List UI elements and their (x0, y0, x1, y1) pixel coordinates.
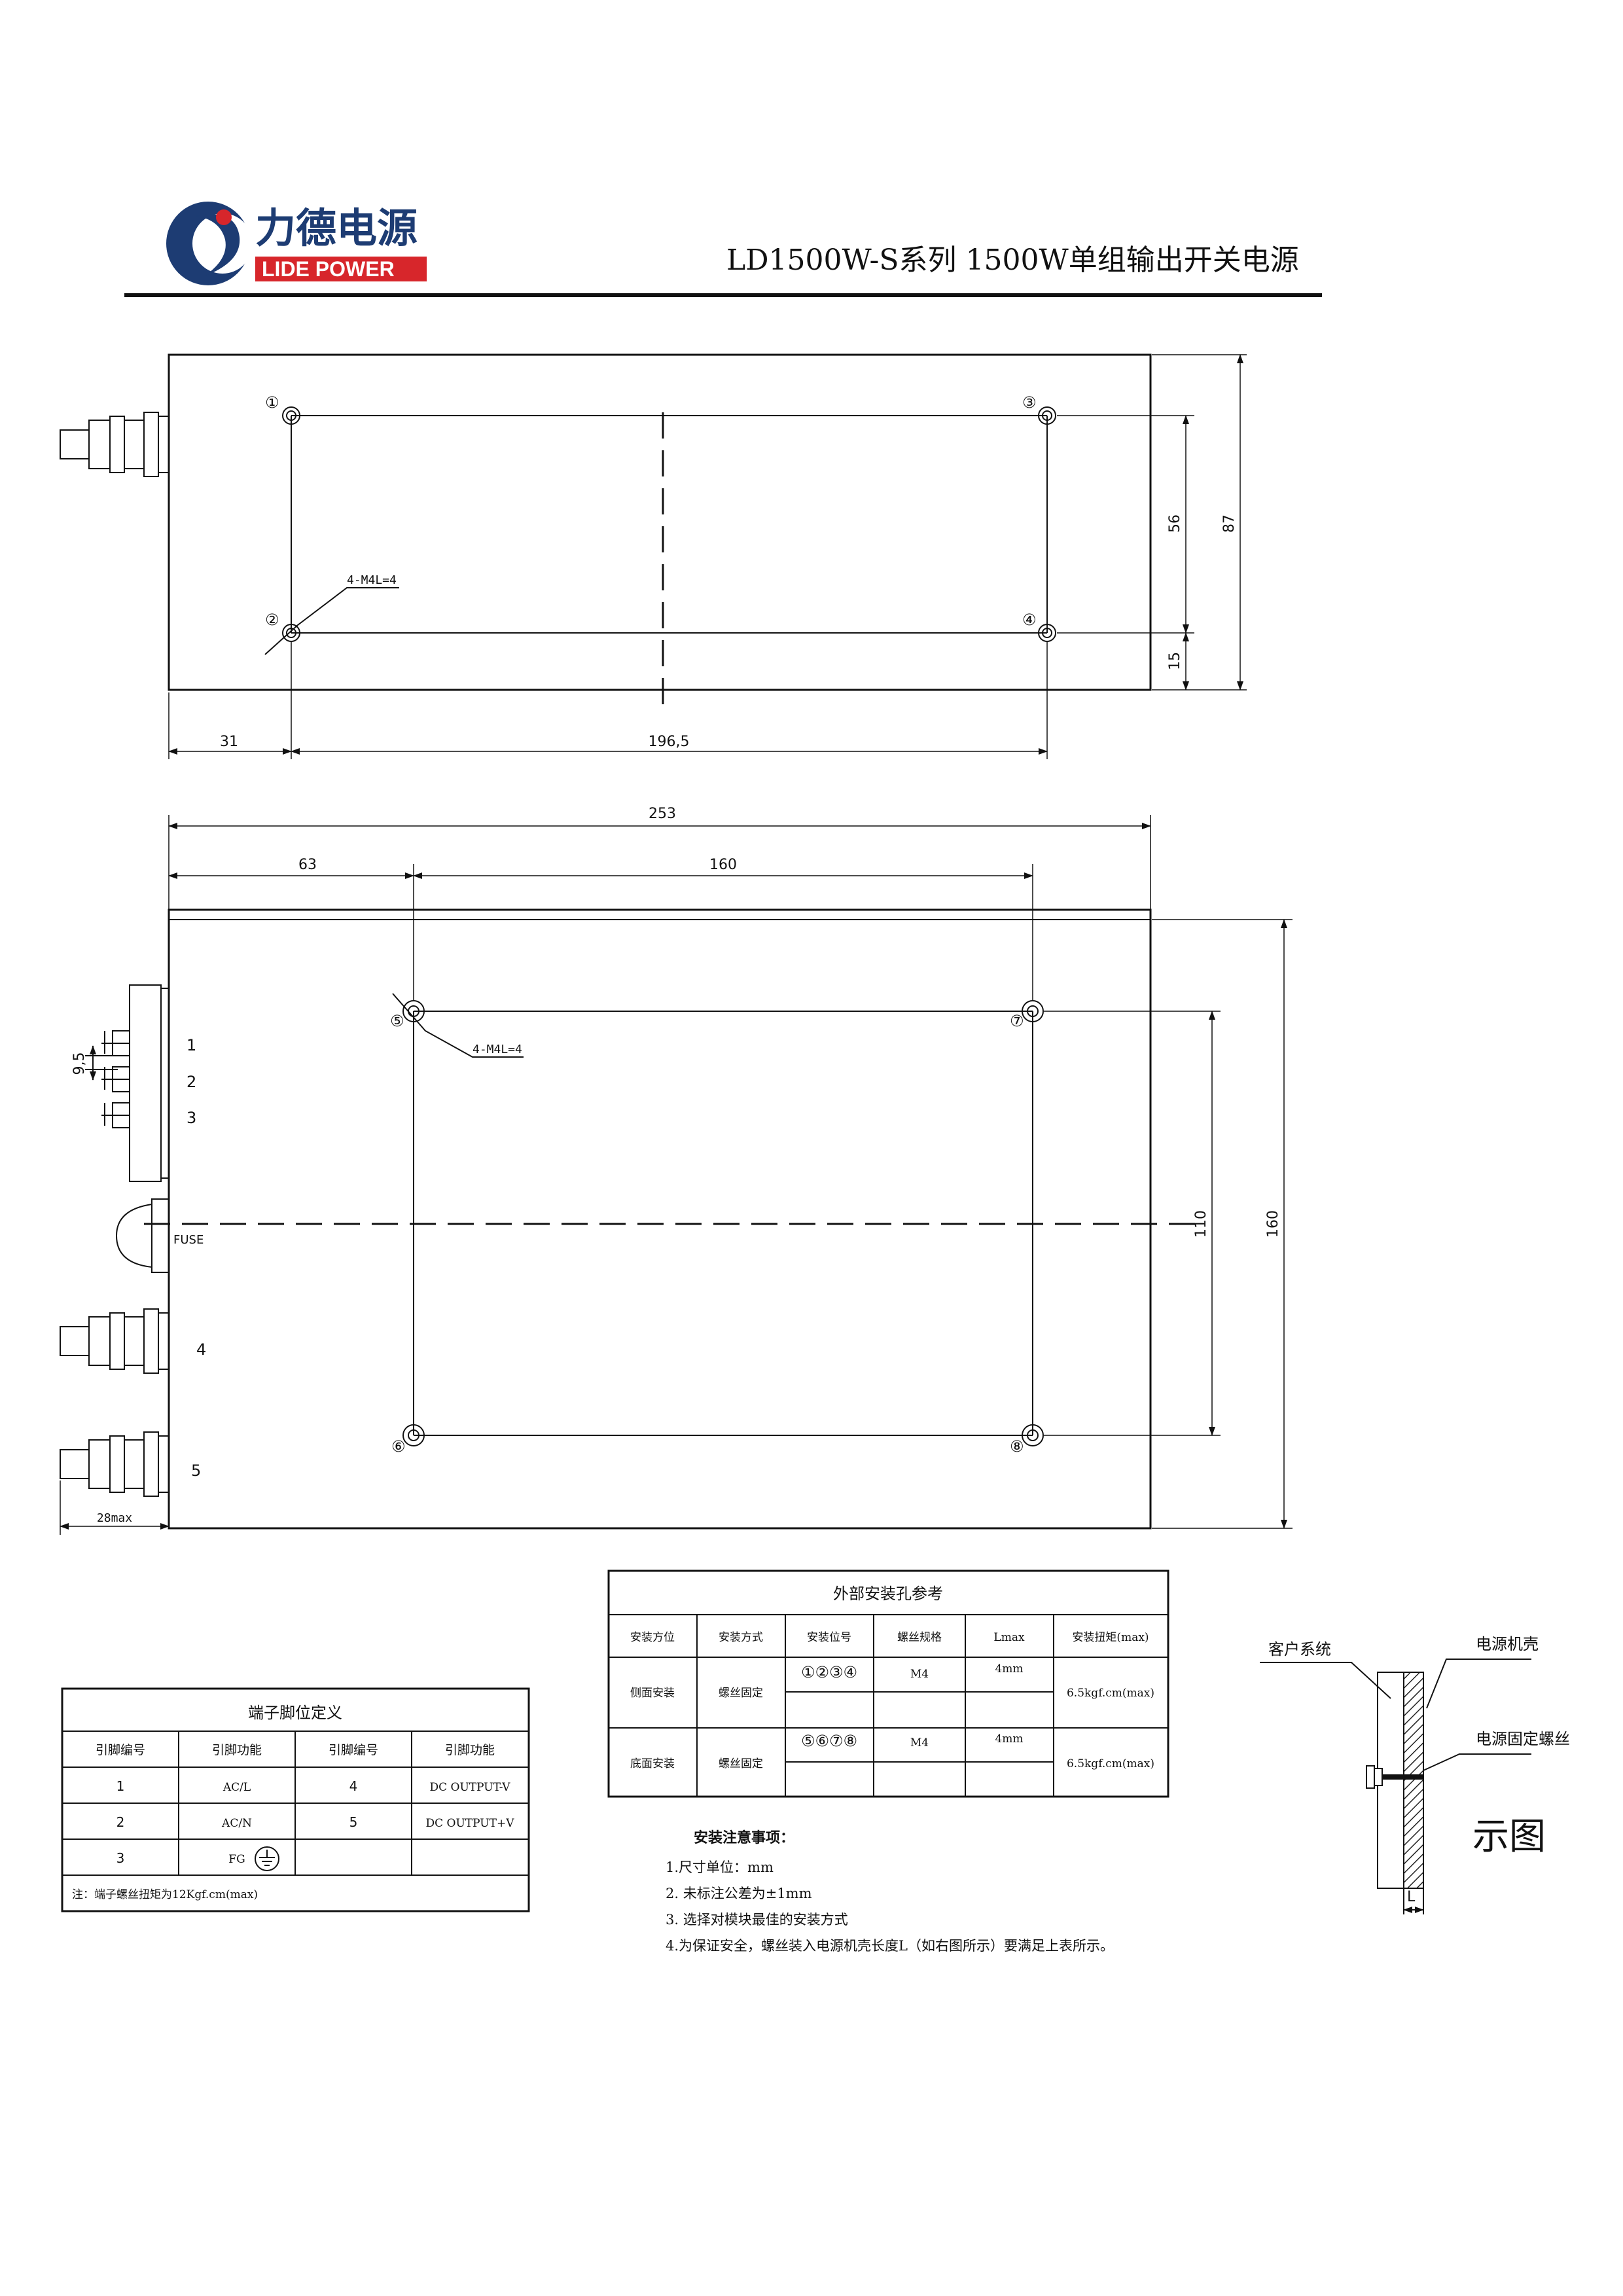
label-customer-system: 客户系统 (1268, 1640, 1331, 1659)
mount-header-5: Lmax (993, 1631, 1025, 1644)
logo-red-band (255, 257, 427, 281)
notes-heading: 安装注意事项： (694, 1829, 794, 1846)
dim-15: 15 (1167, 652, 1183, 670)
dim-28max: 28max (97, 1511, 132, 1525)
header: 力德电源 LIDE POWER LD1500W-S系列 1500W单组输出开关电… (124, 202, 1322, 297)
mount-cell: M4 (910, 1668, 929, 1681)
dim-9-5: 9,5 (71, 1052, 88, 1075)
terminal-number-5: 5 (191, 1462, 201, 1480)
note-item: 1.尺寸单位：mm (666, 1859, 774, 1875)
installation-notes: 安装注意事项： 1.尺寸单位：mm 2. 未标注公差为±1mm 3. 选择对模块… (666, 1829, 1114, 1954)
fuse-label: FUSE (173, 1233, 204, 1247)
pin-header-3: 引脚编号 (329, 1743, 378, 1757)
pin-header-1: 引脚编号 (96, 1743, 145, 1757)
pin-cell: 5 (349, 1814, 358, 1830)
mount-cell: 6.5kgf.cm(max) (1067, 1687, 1154, 1700)
dim-160-right: 160 (1265, 1210, 1281, 1238)
pin-table-title: 端子脚位定义 (248, 1704, 342, 1722)
pin-header-2: 引脚功能 (212, 1743, 262, 1757)
mount-cell: M4 (910, 1736, 929, 1749)
mount-header-6: 安装扭矩(max) (1072, 1631, 1149, 1644)
company-logo: 力德电源 LIDE POWER (166, 202, 427, 285)
dim-63: 63 (298, 857, 317, 873)
dim-196-5: 196,5 (649, 734, 690, 750)
note-item: 2. 未标注公差为±1mm (666, 1886, 812, 1901)
mount-cell: 4mm (995, 1662, 1023, 1676)
mount-header-1: 安装方位 (630, 1631, 675, 1644)
mount-header-4: 螺丝规格 (897, 1631, 942, 1644)
pin-cell: AC/L (223, 1781, 251, 1794)
mount-cell: 6.5kgf.cm(max) (1067, 1757, 1154, 1770)
header-rule (124, 293, 1322, 297)
dim-110: 110 (1193, 1210, 1209, 1238)
terminal-number-2: 2 (187, 1073, 196, 1091)
hole-label-5: ⑤ (390, 1012, 404, 1030)
pin-cell: DC OUTPUT+V (426, 1817, 515, 1830)
terminal-number-3: 3 (187, 1109, 196, 1127)
hole-label-7: ⑦ (1010, 1012, 1024, 1030)
page-title: LD1500W-S系列 1500W单组输出开关电源 (726, 243, 1299, 277)
dim-56: 56 (1167, 514, 1183, 533)
hole-label-1: ① (265, 393, 279, 412)
note-item: 4.为保证安全，螺丝装入电源机壳长度L（如右图所示）要满足上表所示。 (666, 1938, 1114, 1954)
side-screw-note: 4-M4L=4 (347, 573, 397, 587)
dim-160-top: 160 (709, 857, 737, 873)
mount-header-2: 安装方式 (719, 1631, 763, 1644)
pin-cell: DC OUTPUT-V (429, 1781, 510, 1794)
dim-87: 87 (1221, 514, 1238, 533)
terminal-number-4: 4 (196, 1340, 206, 1359)
mount-header-3: 安装位号 (807, 1631, 851, 1644)
pin-table-note: 注：端子螺丝扭矩为12Kgf.cm(max) (72, 1888, 258, 1901)
mount-cell: 4mm (995, 1732, 1023, 1746)
logo-english-name: LIDE POWER (262, 257, 395, 281)
mount-cell: 底面安装 (630, 1757, 675, 1770)
mount-cell: 侧面安装 (630, 1687, 675, 1700)
note-item: 3. 选择对模块最佳的安装方式 (666, 1912, 848, 1928)
side-view-labels: ① ② ③ ④ 4-M4L=4 56 15 87 31 196,5 (220, 393, 1238, 750)
mounting-hole-table: 外部安装孔参考 安装方位 安装方式 安装位号 螺丝规格 Lmax 安装扭矩(ma… (607, 1570, 1169, 1798)
hole-label-2: ② (265, 611, 279, 629)
dim-31: 31 (220, 734, 238, 750)
pin-cell: FG (228, 1853, 245, 1866)
hole-label-4: ④ (1022, 611, 1037, 629)
dim-253: 253 (649, 806, 676, 822)
top-screw-note: 4-M4L=4 (473, 1043, 522, 1056)
pin-cell: 4 (349, 1778, 358, 1794)
hole-label-3: ③ (1022, 393, 1037, 412)
mount-cell: 螺丝固定 (719, 1757, 763, 1770)
pin-cell: 3 (116, 1850, 125, 1866)
pin-cell: AC/N (221, 1817, 252, 1830)
side-view-drawing (60, 353, 1247, 759)
ground-icon (255, 1846, 279, 1871)
mount-cell: ①②③④ (801, 1663, 857, 1681)
pin-cell: 2 (116, 1814, 125, 1830)
mount-table-title: 外部安装孔参考 (833, 1585, 943, 1603)
pin-cell: 1 (116, 1778, 125, 1794)
label-power-case: 电源机壳 (1476, 1635, 1539, 1653)
label-fixing-screw: 电源固定螺丝 (1476, 1730, 1570, 1748)
pin-definition-table: 端子脚位定义 引脚编号 引脚功能 引脚编号 引脚功能 1 AC/L 4 DC O… (61, 1687, 530, 1912)
logo-chinese-name: 力德电源 (255, 204, 418, 252)
top-view-drawing (60, 815, 1293, 1535)
terminal-number-1: 1 (187, 1036, 196, 1054)
detail-caption: 示图 (1472, 1816, 1546, 1858)
top-view-labels: 253 63 160 110 160 9,5 28max ⑤ ⑥ ⑦ ⑧ 4-M… (71, 806, 1281, 1525)
mount-cell: ⑤⑥⑦⑧ (801, 1732, 857, 1750)
mounting-detail-sketch: 客户系统 电源机壳 电源固定螺丝 L 示图 (1260, 1635, 1570, 1914)
pin-header-4: 引脚功能 (445, 1743, 495, 1757)
label-L: L (1407, 1889, 1416, 1905)
mount-cell: 螺丝固定 (719, 1687, 763, 1700)
hole-label-8: ⑧ (1010, 1437, 1024, 1456)
hole-label-6: ⑥ (391, 1437, 406, 1456)
